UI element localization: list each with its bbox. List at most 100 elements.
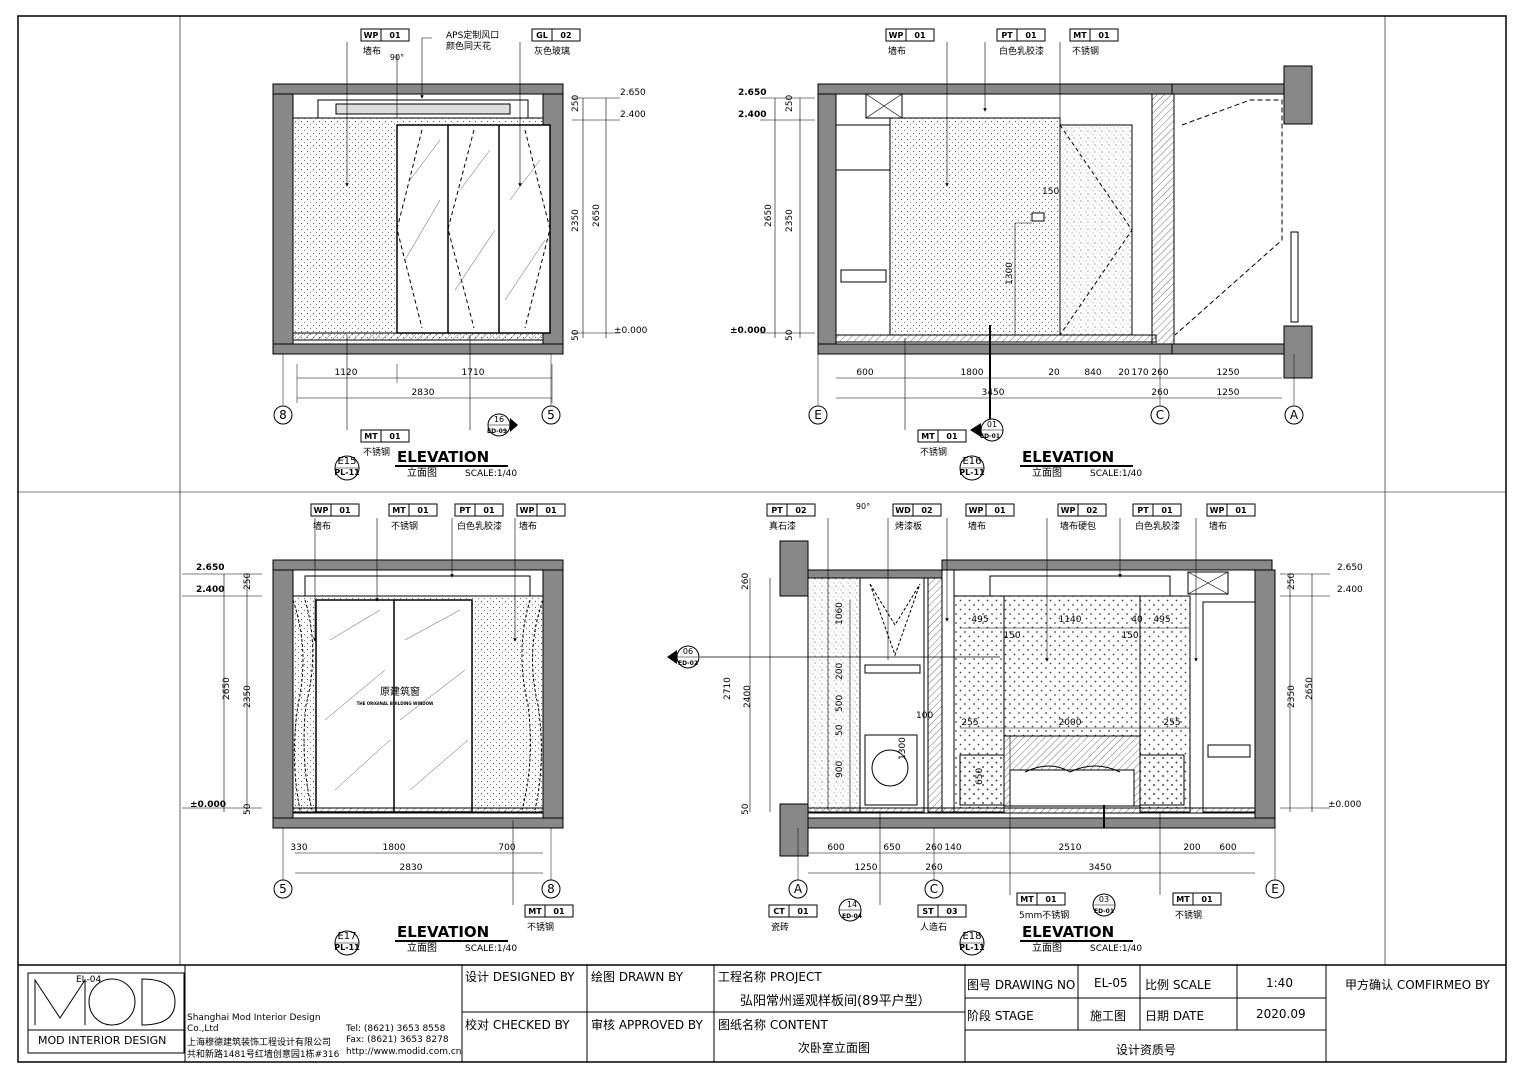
e18-vdim: 650 bbox=[975, 768, 985, 785]
e16-hdim: 260 bbox=[1151, 388, 1168, 398]
project-name: 弘阳常州遥观样板间(89平户型） bbox=[740, 994, 931, 1009]
project-label: 工程名称 PROJECT bbox=[718, 970, 822, 984]
checked-by-label: 校对 CHECKED BY bbox=[465, 1018, 570, 1032]
elevation-e17 bbox=[182, 518, 564, 956]
e17-hdim: 1800 bbox=[383, 843, 406, 853]
material-tag-box bbox=[1057, 503, 1107, 517]
e16-hdim: 20 bbox=[1048, 368, 1060, 378]
e18-section-ref: ED-02 bbox=[678, 660, 698, 667]
e16-tag-num: 01 bbox=[1098, 31, 1110, 40]
e16-ref: PL-11 bbox=[959, 468, 985, 477]
date-value: 2020.09 bbox=[1256, 1007, 1306, 1021]
e16-vdim: 50 bbox=[785, 329, 795, 341]
material-tag-box bbox=[516, 503, 566, 517]
e17-grid: 8 bbox=[547, 882, 555, 896]
e17-vdim: 2350 bbox=[243, 685, 253, 708]
e16-tag-num: 01 bbox=[946, 432, 958, 441]
e18-tag-num: 02 bbox=[795, 506, 806, 515]
e18-level-ceiling: 2.400 bbox=[1337, 585, 1363, 595]
material-tag-box bbox=[965, 503, 1015, 517]
drawing-no-label: 图号 DRAWING NO bbox=[967, 978, 1076, 992]
material-tag-box bbox=[885, 28, 935, 42]
e16-hdim: 1800 bbox=[961, 368, 984, 378]
e15-tag-text: 墙布 bbox=[363, 45, 381, 57]
e18-angle: 90° bbox=[856, 502, 870, 511]
e15-level-ceiling: 2.400 bbox=[620, 110, 646, 120]
e17-level-ceiling: 2.400 bbox=[196, 585, 224, 595]
material-tag-box bbox=[1172, 892, 1222, 906]
e18-hdim: 260 bbox=[925, 863, 942, 873]
e18-hdim: 1250 bbox=[855, 863, 878, 873]
e17-tag-code: MT bbox=[392, 506, 406, 515]
e18-hdim: 255 bbox=[961, 718, 978, 728]
e16-tag-num: 01 bbox=[1025, 31, 1037, 40]
e18-hdim: 150 bbox=[1121, 631, 1138, 641]
e15-subtitle: 立面图 bbox=[407, 466, 437, 479]
e18-hdim: 2510 bbox=[1059, 843, 1082, 853]
e18-tag-num: 01 bbox=[1235, 506, 1247, 515]
e16-tag-text: 墙布 bbox=[888, 45, 906, 57]
e17-vdim: 50 bbox=[243, 803, 253, 815]
e17-tag-code: PT bbox=[459, 506, 471, 515]
e16-grid: E bbox=[814, 408, 822, 422]
e15-tag-num: 01 bbox=[389, 31, 401, 40]
e18-tag-text: 烤漆板 bbox=[895, 520, 922, 532]
e15-tag-code: MT bbox=[364, 432, 378, 441]
e17-tag-code: WP bbox=[314, 506, 329, 515]
e16-hdim: 260 bbox=[1151, 368, 1168, 378]
e17-tag-text: 墙布 bbox=[519, 520, 537, 532]
e18-tag-text: 真石漆 bbox=[769, 520, 796, 532]
e18-hdim: 3450 bbox=[1089, 863, 1112, 873]
e18-section-ref: ED-01 bbox=[1094, 908, 1114, 915]
e15-vdim: 2650 bbox=[592, 204, 602, 227]
tel: Tel: (8621) 3653 8558 bbox=[346, 1024, 446, 1034]
e15-tag-code: GL bbox=[536, 31, 548, 40]
drawn-by-label: 绘图 DRAWN BY bbox=[591, 970, 684, 984]
e17-tag-num: 01 bbox=[553, 907, 565, 916]
e18-hdim: 650 bbox=[883, 843, 900, 853]
e18-vdim: 2350 bbox=[1287, 685, 1297, 708]
e15-id: E15 bbox=[337, 456, 356, 467]
material-tag-box bbox=[1206, 503, 1256, 517]
e17-level-top: 2.650 bbox=[196, 563, 224, 573]
e17-hdim: 330 bbox=[290, 843, 307, 853]
e16-tag-code: PT bbox=[1001, 31, 1013, 40]
e18-level-top: 2.650 bbox=[1337, 563, 1363, 573]
e16-level-top: 2.650 bbox=[738, 88, 766, 98]
elevation-e16 bbox=[760, 42, 1313, 481]
e16-tag-code: MT bbox=[921, 432, 935, 441]
e16-id: E16 bbox=[962, 456, 981, 467]
fax: Fax: (8621) 3653 8278 bbox=[346, 1035, 449, 1045]
material-tag-box bbox=[917, 904, 967, 918]
e18-hdim: 495 bbox=[971, 615, 988, 625]
e17-tag-num: 01 bbox=[545, 506, 557, 515]
e17-window-note2: THE ORIGINAL BUILDING WINDOW bbox=[357, 701, 434, 706]
website: http://www.modid.com.cn bbox=[346, 1047, 462, 1057]
e18-tag-code: WP bbox=[969, 506, 984, 515]
material-tag-box bbox=[1016, 892, 1066, 906]
material-tag-box bbox=[360, 429, 410, 443]
e15-vdim: 2350 bbox=[571, 209, 581, 232]
company-address: 共和新路1481号红墙创意园1栋#316 bbox=[187, 1050, 340, 1060]
e18-hdim: 40 bbox=[1131, 615, 1143, 625]
e17-title: ELEVATION bbox=[397, 923, 489, 941]
e18-hdim: 150 bbox=[1003, 631, 1020, 641]
e17-tag-num: 01 bbox=[483, 506, 495, 515]
e17-level-floor: ±0.000 bbox=[190, 800, 226, 810]
e18-tag-text: 人造石 bbox=[920, 921, 947, 933]
e16-section-ref: ED-01 bbox=[980, 433, 1000, 440]
e16-tag-code: WP bbox=[889, 31, 904, 40]
company-en: Shanghai Mod Interior Design bbox=[187, 1013, 321, 1023]
material-tag-box bbox=[768, 904, 818, 918]
e18-tag-num: 01 bbox=[994, 506, 1006, 515]
material-tag-box bbox=[892, 503, 942, 517]
e18-tag-num: 02 bbox=[1086, 506, 1097, 515]
date-label: 日期 DATE bbox=[1145, 1009, 1205, 1023]
e18-hdim: 1140 bbox=[1059, 615, 1082, 625]
e18-tag-text: 墙布硬包 bbox=[1060, 520, 1096, 532]
e18-tag-code: MT bbox=[1176, 895, 1190, 904]
material-tag-box bbox=[531, 28, 581, 42]
sheet-id: EL-04 bbox=[76, 975, 102, 985]
